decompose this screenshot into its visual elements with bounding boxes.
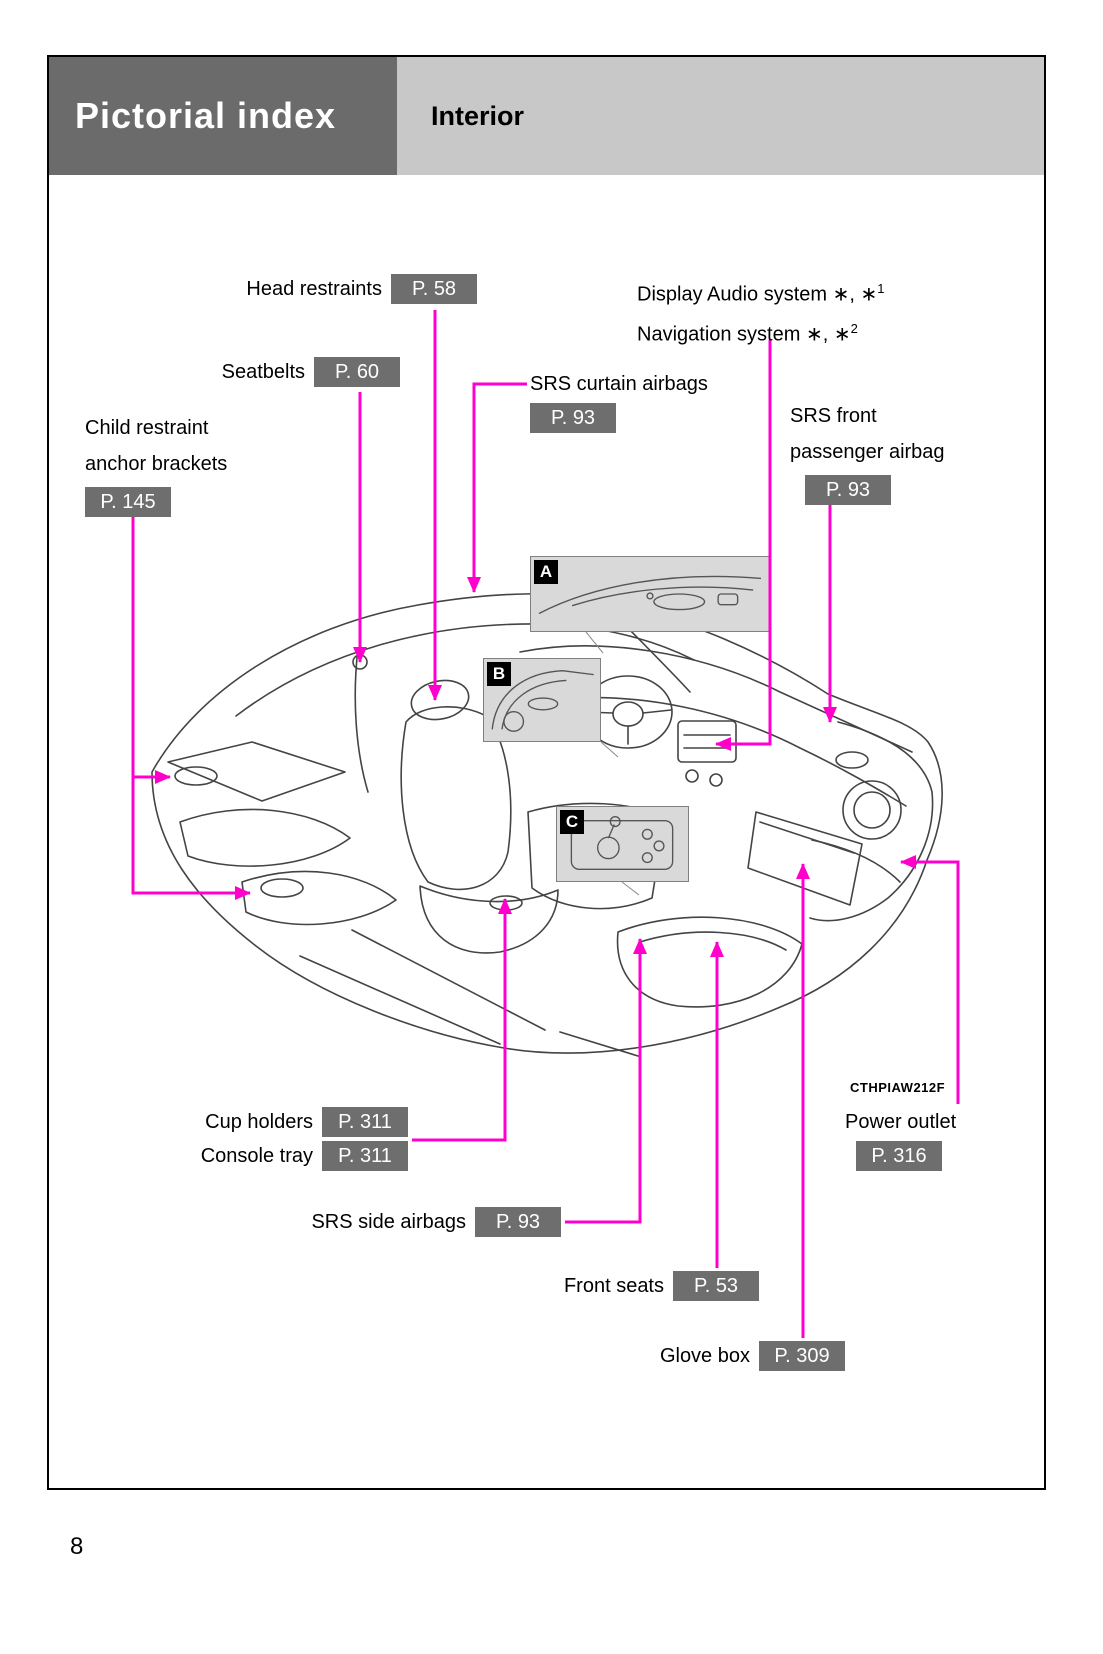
seatbelts-label: Seatbelts — [221, 360, 305, 383]
front-seats-label: Front seats — [563, 1274, 664, 1297]
head-restraints-page-ref: P. 58 — [391, 274, 477, 304]
srs-side-airbags-page-ref: P. 93 — [475, 1207, 561, 1237]
cup-holders-page-ref: P. 311 — [322, 1107, 408, 1137]
srs-side-airbags-label: SRS side airbags — [311, 1210, 466, 1233]
power-outlet-label: Power outlet — [845, 1111, 957, 1133]
callout-srs-front-passenger-airbag: SRS front passenger airbag P. 93 — [790, 398, 945, 505]
callout-child-restraint-anchor-brackets: Child restraint anchor brackets P. 145 — [85, 410, 227, 517]
navigation-system-text: Navigation system ∗, ∗ — [637, 323, 851, 346]
callout-display-audio-navigation: Display Audio system ∗, ∗1 Navigation sy… — [637, 272, 885, 351]
callout-srs-curtain-airbags: SRS curtain airbags P. 93 — [530, 370, 708, 433]
srs-front-passenger-label-line2: passenger airbag — [790, 441, 945, 463]
callout-glove-box: Glove box P. 309 — [560, 1341, 845, 1371]
child-restraint-label-line1: Child restraint — [85, 417, 209, 439]
inset-photo-a: A — [530, 556, 770, 632]
srs-front-passenger-page-ref: P. 93 — [805, 475, 891, 505]
display-audio-footnote-ref: 1 — [877, 281, 885, 296]
inset-label-b: B — [487, 662, 511, 686]
navigation-system-line: Navigation system ∗, ∗2 — [637, 312, 885, 352]
srs-curtain-airbags-page-ref: P. 93 — [530, 403, 616, 433]
display-audio-text: Display Audio system ∗, ∗ — [637, 283, 878, 306]
display-audio-line: Display Audio system ∗, ∗1 — [637, 272, 885, 312]
inset-photo-b: B — [483, 658, 601, 742]
child-restraint-label-line2: anchor brackets — [85, 453, 228, 475]
callout-console-tray: Console tray P. 311 — [150, 1141, 408, 1171]
inset-photo-c: C — [556, 806, 689, 882]
callout-seatbelts: Seatbelts P. 60 — [130, 357, 400, 387]
callout-front-seats: Front seats P. 53 — [480, 1271, 759, 1301]
head-restraints-label: Head restraints — [246, 277, 382, 300]
srs-curtain-airbags-label: SRS curtain airbags — [530, 373, 708, 395]
inset-a-sketch — [538, 575, 762, 615]
inset-label-a: A — [534, 560, 558, 584]
navigation-footnote-ref: 2 — [850, 320, 858, 336]
cup-holders-label: Cup holders — [205, 1110, 313, 1133]
callout-cup-holders: Cup holders P. 311 — [150, 1107, 408, 1137]
inset-label-c: C — [560, 810, 584, 834]
callout-head-restraints: Head restraints P. 58 — [150, 274, 477, 304]
console-tray-page-ref: P. 311 — [322, 1141, 408, 1171]
page-subtitle-box: Interior — [397, 57, 1044, 175]
seatbelts-page-ref: P. 60 — [314, 357, 400, 387]
child-restraint-page-ref: P. 145 — [85, 487, 171, 517]
console-tray-label: Console tray — [200, 1144, 313, 1167]
section-title-box: Pictorial index — [49, 57, 397, 175]
front-seats-page-ref: P. 53 — [673, 1271, 759, 1301]
section-title: Pictorial index — [75, 95, 337, 136]
callout-srs-side-airbags: SRS side airbags P. 93 — [240, 1207, 561, 1237]
page-subtitle: Interior — [431, 100, 525, 131]
page-number: 8 — [70, 1533, 84, 1560]
srs-front-passenger-label-line1: SRS front — [790, 405, 877, 427]
glove-box-page-ref: P. 309 — [759, 1341, 845, 1371]
glove-box-label: Glove box — [659, 1344, 750, 1367]
figure-code: CTHPIAW212F — [850, 1080, 946, 1095]
power-outlet-page-ref: P. 316 — [856, 1141, 942, 1171]
callout-power-outlet: Power outlet P. 316 — [845, 1108, 956, 1171]
